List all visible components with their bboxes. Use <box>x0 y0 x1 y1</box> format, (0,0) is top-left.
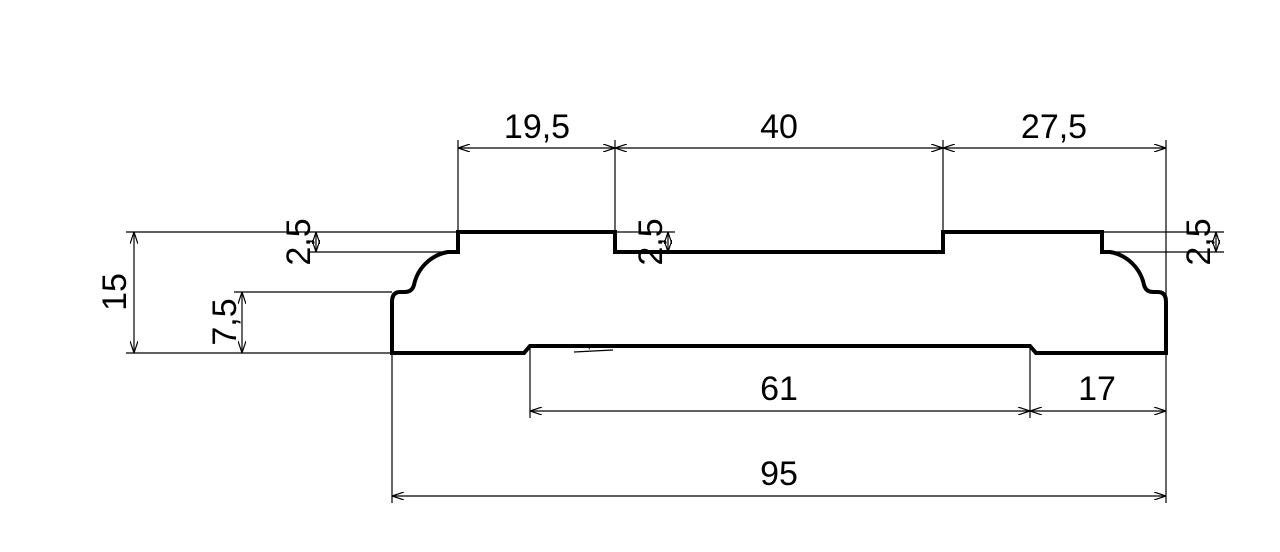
dim-center-step-depth: 2,5 <box>632 218 670 265</box>
dim-left-step-depth: 2,5 <box>280 218 318 265</box>
dimension-lines <box>134 148 1216 496</box>
dim-top-right-width: 27,5 <box>1021 108 1087 146</box>
dim-top-center-width: 40 <box>760 108 798 146</box>
dim-bottom-right-width: 17 <box>1078 370 1116 408</box>
dim-bottom-center-width: 61 <box>760 370 798 408</box>
dim-lower-height: 7,5 <box>206 298 244 345</box>
dim-top-left-width: 19,5 <box>504 108 570 146</box>
dim-total-height: 15 <box>96 273 134 311</box>
dim-right-step-depth: 2,5 <box>1180 218 1218 265</box>
dim-bevel-note: 1 <box>578 341 594 351</box>
profile-outline <box>390 230 1168 355</box>
extension-lines <box>126 140 1224 503</box>
dim-total-width: 95 <box>760 455 798 493</box>
